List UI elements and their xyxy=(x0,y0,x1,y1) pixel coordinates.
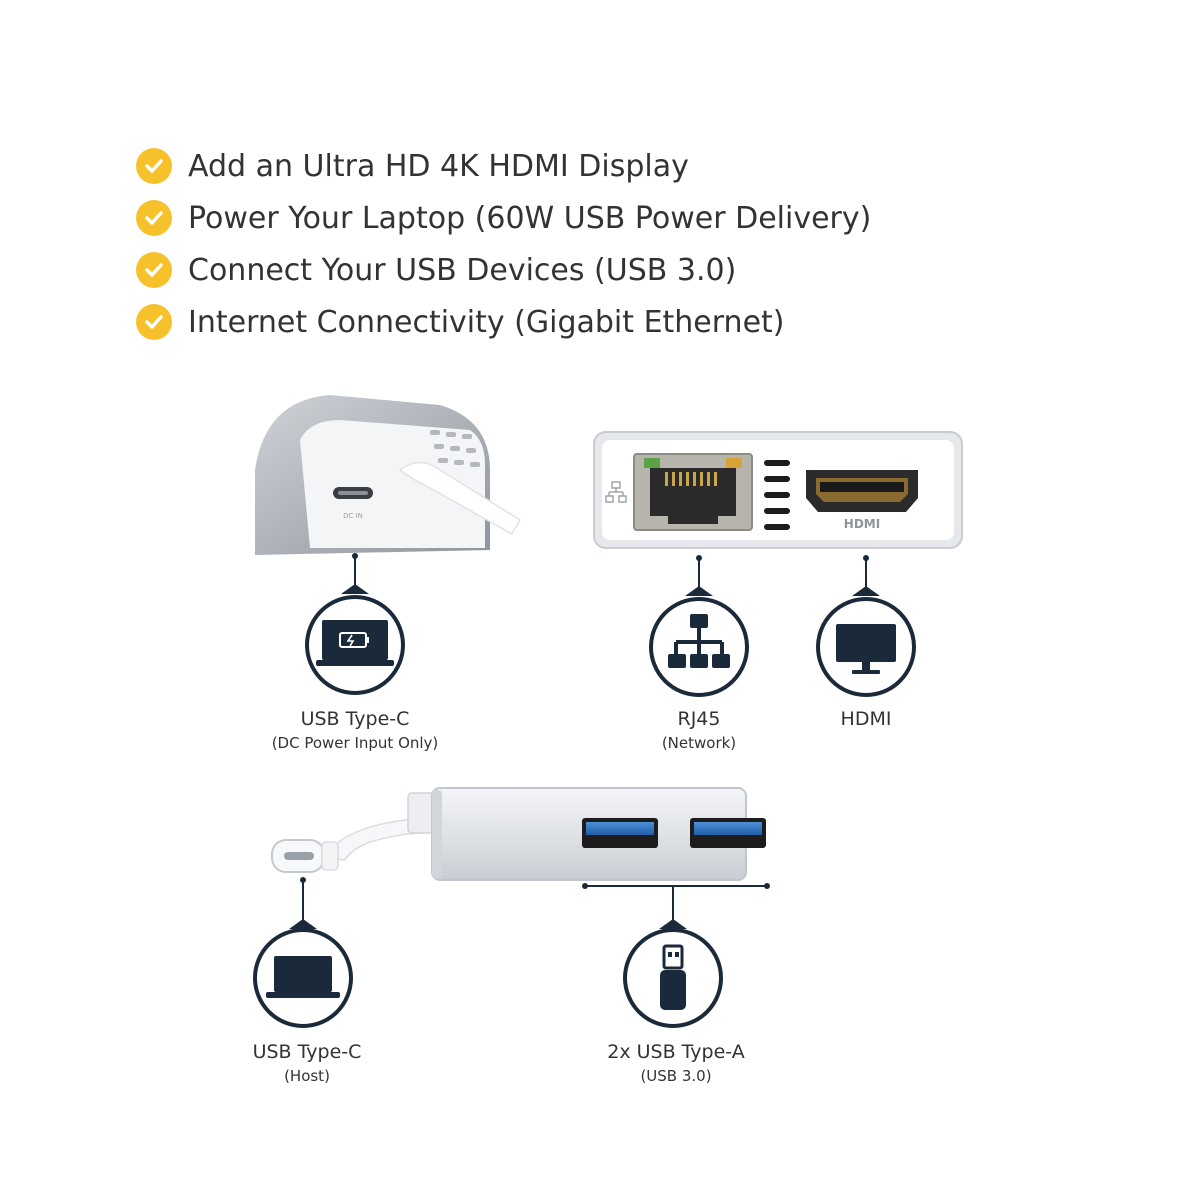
feature-item: Connect Your USB Devices (USB 3.0) xyxy=(136,244,871,296)
hdmi-port-name: HDMI xyxy=(840,708,892,730)
usb-drive-icon xyxy=(623,919,723,1028)
adapter-power-end-photo: DC IN xyxy=(255,395,522,555)
dc-in-engraving: DC IN xyxy=(343,512,363,520)
feature-text: Power Your Laptop (60W USB Power Deliver… xyxy=(188,200,872,236)
power-port-note: (DC Power Input Only) xyxy=(271,734,439,752)
adapter-port-side-photo: HDMI xyxy=(593,431,963,549)
rj45-port-note: (Network) xyxy=(661,734,737,752)
power-port-label: USB Type-C (DC Power Input Only) xyxy=(272,708,439,752)
adapter-side-photo xyxy=(271,787,766,881)
hdmi-engraving: HDMI xyxy=(844,517,880,531)
feature-list: Add an Ultra HD 4K HDMI Display Power Yo… xyxy=(136,140,871,348)
feature-item: Internet Connectivity (Gigabit Ethernet) xyxy=(136,296,871,348)
rj45-port-name: RJ45 xyxy=(677,708,721,730)
feature-text: Connect Your USB Devices (USB 3.0) xyxy=(188,252,737,288)
feature-text: Add an Ultra HD 4K HDMI Display xyxy=(188,148,689,184)
usba-port-name: 2x USB Type-A xyxy=(607,1041,745,1063)
checkmark-icon xyxy=(136,148,172,184)
host-port-note: (Host) xyxy=(284,1067,330,1085)
feature-text: Internet Connectivity (Gigabit Ethernet) xyxy=(188,304,785,340)
hdmi-port-label: HDMI xyxy=(841,708,892,730)
host-port-label: USB Type-C (Host) xyxy=(253,1041,362,1085)
monitor-icon xyxy=(816,586,916,697)
usba-port-note: (USB 3.0) xyxy=(640,1067,712,1085)
feature-item: Power Your Laptop (60W USB Power Deliver… xyxy=(136,192,871,244)
laptop-icon xyxy=(253,919,353,1028)
checkmark-icon xyxy=(136,304,172,340)
power-port-name: USB Type-C xyxy=(300,708,410,730)
host-port-name: USB Type-C xyxy=(252,1041,362,1063)
network-icon xyxy=(649,586,749,697)
feature-item: Add an Ultra HD 4K HDMI Display xyxy=(136,140,871,192)
checkmark-icon xyxy=(136,200,172,236)
usba-port-label: 2x USB Type-A (USB 3.0) xyxy=(607,1041,745,1085)
checkmark-icon xyxy=(136,252,172,288)
rj45-port-label: RJ45 (Network) xyxy=(662,708,736,752)
laptop-charging-icon xyxy=(305,584,405,695)
